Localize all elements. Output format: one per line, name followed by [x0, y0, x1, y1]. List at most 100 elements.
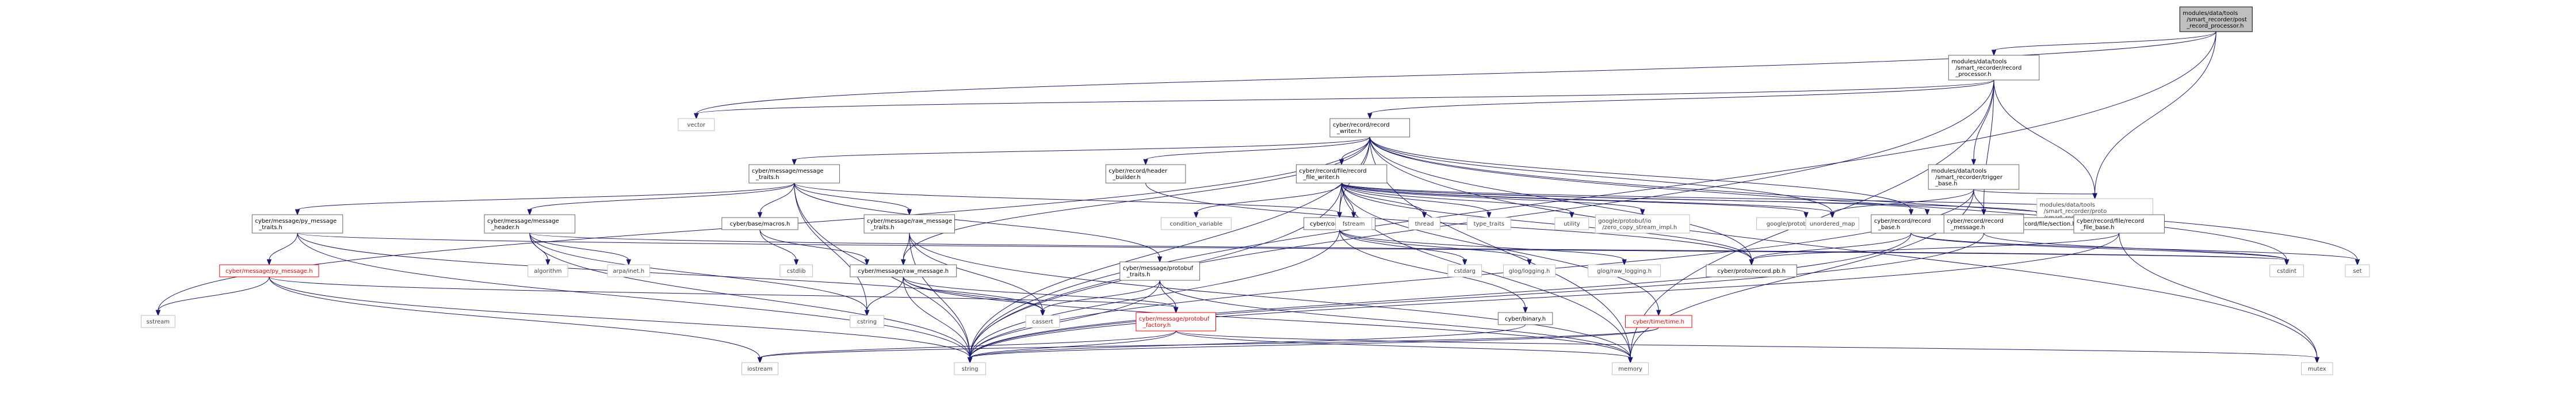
node-glog-logging: glog/logging.h [1503, 264, 1556, 277]
node-record-file-writer[interactable]: cyber/record/file/record_file_writer.h [1295, 164, 1388, 184]
node-base-macros[interactable]: cyber/base/macros.h [721, 217, 798, 230]
node-label: /zero_copy_stream_impl.h [1602, 224, 1677, 231]
arrowhead-time_time [1656, 310, 1661, 317]
node-thread: thread [1408, 217, 1440, 230]
node-glog-raw-logging: glog/raw_logging.h [1588, 264, 1661, 277]
node-label: cyber/proto/record.pb.h [1718, 268, 1786, 275]
node-py-message-traits[interactable]: cyber/message/py_message_traits.h [251, 214, 343, 234]
node-protobuf-traits[interactable]: cyber/message/protobuf_traits.h [1119, 261, 1200, 281]
node-label: memory [1618, 366, 1642, 372]
edge-record_writer-to-cstdint [1369, 136, 2287, 261]
edge-record_base-to-record_pb [1751, 233, 1912, 261]
edge-record_processor-to-smart_recorder_triggers_pb [1993, 79, 2096, 195]
edge-base_macros-to-cstdlib [759, 229, 797, 261]
node-label: /smart_recorder/proto [2044, 208, 2107, 215]
node-layer: modules/data/tools/smart_recorder/post_r… [140, 6, 2370, 375]
node-algorithm: algorithm [528, 264, 568, 277]
node-box [954, 362, 986, 375]
edge-py_message_traits-to-string [297, 233, 970, 359]
node-label: algorithm [534, 268, 561, 275]
node-record-file-base[interactable]: cyber/record/file/record_file_base.h [2073, 214, 2165, 234]
edge-record_file_writer-to-memory [1341, 182, 1631, 359]
arrowhead-glog_raw_logging [1622, 259, 1627, 266]
node-record-message[interactable]: cyber/record/record_message.h [1943, 214, 2024, 234]
node-label: cyber/record/file/section.h [2001, 221, 2076, 227]
node-box [219, 264, 319, 277]
node-box [1595, 214, 1690, 234]
node-record-writer[interactable]: cyber/record/record_writer.h [1329, 118, 1411, 138]
edge-record_writer-to-record_base [1369, 136, 1912, 211]
node-box [863, 214, 956, 234]
edge-record_writer-to-raw_message [903, 136, 1370, 261]
node-record-pb[interactable]: cyber/proto/record.pb.h [1706, 264, 1798, 277]
edge-record_writer-to-record_pb [1369, 136, 1752, 261]
edge-root-to-vector [695, 31, 2216, 115]
node-label: _record_processor.h [2186, 23, 2244, 29]
edge-trigger_base-to-smart_recorder_triggers_pb [1973, 189, 2095, 195]
node-label: cassert [1032, 319, 1053, 325]
node-record-base[interactable]: cyber/record/record_base.h [1871, 214, 1951, 234]
node-utility: utility [1554, 217, 1589, 230]
edge-base_macros-to-new [759, 229, 867, 261]
arrowhead-raw_message [901, 259, 906, 266]
node-label: set [2353, 268, 2361, 275]
arrowhead-mutex [2314, 357, 2320, 364]
node-label: modules/data/tools [2040, 202, 2095, 208]
arrowhead-message_traits [792, 159, 797, 166]
node-label: cstdarg [1454, 268, 1476, 275]
node-label: modules/data/tools [1951, 59, 2006, 65]
node-condition-variable: condition_variable [1160, 217, 1232, 230]
node-header-builder[interactable]: cyber/record/header_builder.h [1105, 164, 1186, 184]
node-label: cstring [857, 319, 877, 325]
node-box [1943, 214, 2024, 234]
node-box [1588, 264, 1661, 277]
node-label: _header.h [491, 224, 519, 231]
edge-layer [155, 31, 2360, 364]
node-box [1136, 312, 1217, 332]
node-message-header[interactable]: cyber/message/message_header.h [484, 214, 576, 234]
node-unordered-map: unordered_map [1805, 217, 1859, 230]
edge-raw_message-to-cstring [866, 276, 904, 311]
node-label: cyber/time/time.h [1633, 319, 1684, 325]
node-py-message[interactable]: cyber/message/py_message.h [219, 264, 319, 277]
node-time-time[interactable]: cyber/time/time.h [1625, 315, 1692, 328]
node-trigger-base[interactable]: modules/data/tools/smart_recorder/trigge… [1928, 164, 2020, 190]
edge-root-to-string [969, 31, 2216, 359]
arrowhead-smart_recorder_triggers_pb [2092, 193, 2097, 200]
arrowhead-glog_logging [1527, 259, 1532, 266]
edge-root-to-smart_recorder_triggers_pb [2095, 31, 2216, 195]
arrowhead-cstdint [2284, 259, 2290, 266]
arrowhead-type_traits [1486, 212, 1492, 219]
node-cassert: cassert [1025, 315, 1060, 328]
node-raw-message-traits[interactable]: cyber/message/raw_message_traits.h [863, 214, 956, 234]
node-raw-message[interactable]: cyber/message/raw_message.h [850, 264, 957, 277]
node-root[interactable]: modules/data/tools/smart_recorder/post_r… [2179, 6, 2253, 32]
node-label: /smart_recorder/trigger [1935, 174, 2003, 181]
node-label: cyber/record/file/record [2077, 218, 2144, 224]
arrowhead-memory [1627, 357, 1633, 364]
node-box [678, 118, 715, 131]
arrowhead-cstdlib [793, 259, 799, 266]
node-label: _base.h [1878, 224, 1900, 231]
node-box [1497, 312, 1553, 325]
edge-common_log-to-cstdarg [1339, 229, 1465, 261]
edge-raw_message-to-memory [903, 276, 1631, 359]
edge-record_processor-to-trigger_base [1973, 79, 1994, 161]
node-label: arpa/inet.h [613, 268, 644, 275]
arrowhead-raw_message_traits [907, 209, 912, 216]
edge-message_header-to-cstdint [529, 233, 2287, 261]
arrowhead-vector [694, 113, 699, 120]
edge-record_base-to-cstdint [1910, 233, 2287, 261]
edge-record_writer-to-set [1369, 136, 2358, 261]
node-message-traits[interactable]: cyber/message/message_traits.h [748, 164, 840, 184]
node-binary[interactable]: cyber/binary.h [1497, 312, 1553, 325]
edge-py_message_traits-to-cstdint [297, 233, 2287, 261]
node-box [1554, 217, 1589, 230]
node-label: cyber/binary.h [1505, 316, 1546, 322]
node-protobuf-factory[interactable]: cyber/message/protobuf_factory.h [1136, 312, 1217, 332]
node-label: cyber/message/py_message.h [226, 268, 312, 275]
edge-protobuf_traits-to-cassert [1042, 280, 1160, 311]
node-record-processor[interactable]: modules/data/tools/smart_recorder/record… [1948, 55, 2040, 81]
edge-common_log-to-glog_logging [1339, 229, 1530, 261]
edge-record_message-to-cstdint [1983, 233, 2287, 261]
